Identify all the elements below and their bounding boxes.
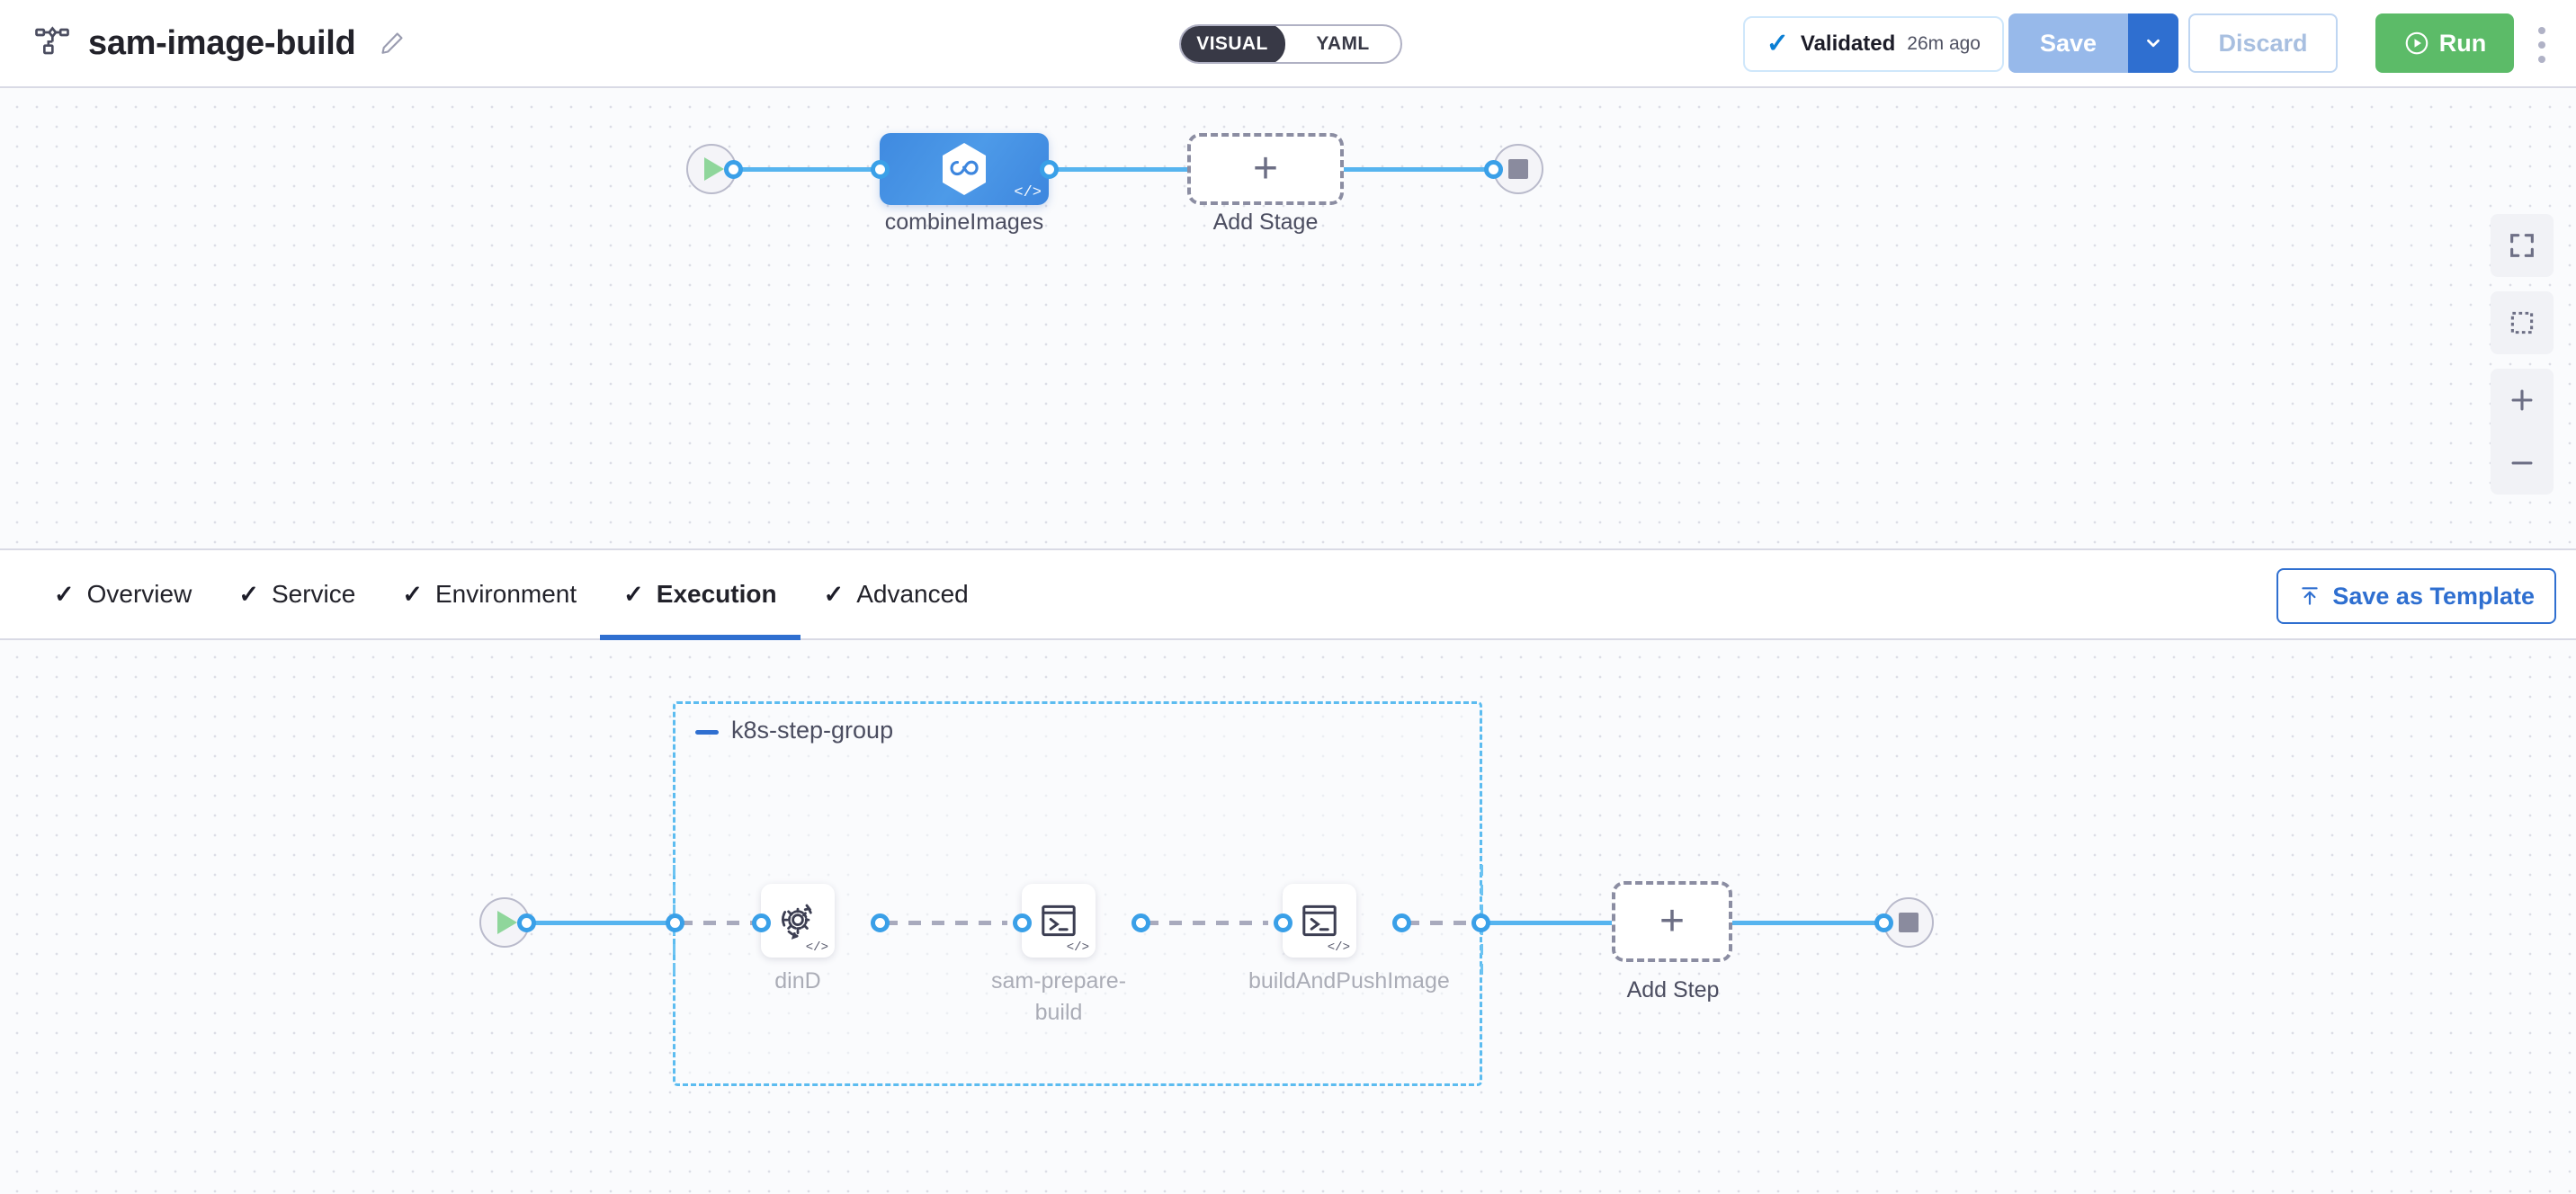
- page-title: sam-image-build: [88, 23, 356, 62]
- port-prepare-in[interactable]: [1013, 913, 1032, 932]
- step-node-sam-prepare-build[interactable]: </>: [1022, 884, 1096, 958]
- step-code-badge[interactable]: </>: [1066, 940, 1089, 955]
- link-group-to-dind: [680, 921, 759, 925]
- port-dind-out[interactable]: [871, 913, 890, 932]
- port-prepare-out[interactable]: [1131, 913, 1150, 932]
- tab-advanced[interactable]: ✓ Advanced: [801, 549, 992, 639]
- harness-infinity-icon: [939, 141, 989, 197]
- add-stage-caption: Add Stage: [1212, 209, 1319, 235]
- check-icon: ✓: [402, 580, 423, 608]
- save-as-template-label: Save as Template: [2332, 582, 2535, 610]
- add-step-caption: Add Step: [1626, 977, 1720, 1002]
- port-start-out[interactable]: [724, 160, 743, 179]
- tab-label: Environment: [434, 580, 577, 608]
- execution-end-node[interactable]: [1883, 897, 1934, 948]
- visual-yaml-toggle[interactable]: VISUAL YAML: [1179, 24, 1402, 64]
- port-group-in[interactable]: [666, 913, 684, 932]
- zoom-in-icon[interactable]: [2491, 369, 2554, 432]
- check-icon: ✓: [823, 580, 845, 608]
- toggle-yaml[interactable]: YAML: [1316, 33, 1370, 54]
- save-split-button[interactable]: Save: [2008, 13, 2178, 73]
- zoom-out-icon[interactable]: [2491, 432, 2554, 495]
- play-circle-icon: [2403, 30, 2430, 57]
- link-prepare-to-build: [1146, 921, 1268, 925]
- step-code-badge[interactable]: </>: [1327, 940, 1350, 955]
- pencil-icon[interactable]: [377, 28, 407, 58]
- status-badge: ✓ Validated 26m ago: [1742, 16, 2004, 72]
- link-build-to-groupout: [1407, 921, 1475, 925]
- save-as-template-button[interactable]: Save as Template: [2276, 568, 2556, 624]
- fit-screen-icon[interactable]: [2491, 214, 2554, 277]
- gear-rotate-icon: [774, 897, 821, 944]
- discard-button[interactable]: Discard: [2188, 13, 2338, 73]
- app-header: sam-image-build VISUAL YAML ✓ Validated …: [0, 0, 2576, 88]
- link-group-to-addstep: [1486, 921, 1612, 925]
- port-dind-in[interactable]: [752, 913, 771, 932]
- port-stage-out[interactable]: [1040, 160, 1059, 179]
- zoom-to-selection-icon[interactable]: [2491, 291, 2554, 354]
- header-left: sam-image-build: [0, 23, 407, 63]
- chevron-down-icon[interactable]: [2128, 13, 2178, 73]
- tab-label: Service: [271, 580, 356, 608]
- port-group-out[interactable]: [1471, 913, 1490, 932]
- play-icon: [703, 157, 724, 181]
- play-icon: [496, 911, 517, 934]
- run-button[interactable]: Run: [2375, 13, 2514, 73]
- port-stage-in[interactable]: [871, 160, 890, 179]
- more-vertical-icon[interactable]: [2526, 27, 2558, 63]
- check-icon: ✓: [1766, 29, 1789, 58]
- save-button[interactable]: Save: [2008, 13, 2128, 73]
- link-start-to-stage: [738, 167, 881, 172]
- port-end-in[interactable]: [1484, 160, 1503, 179]
- step-code-badge[interactable]: </>: [805, 940, 828, 955]
- link-stage-to-addstage: [1054, 167, 1187, 172]
- toggle-visual[interactable]: VISUAL: [1181, 26, 1285, 62]
- step-group-title: k8s-step-group: [731, 717, 894, 744]
- link-addstep-to-end: [1732, 921, 1887, 925]
- execution-start-node[interactable]: [479, 897, 530, 948]
- step-node-dind[interactable]: </>: [761, 884, 835, 958]
- stage-caption-combineimages: combineImages: [884, 209, 1044, 235]
- tab-label: Advanced: [856, 580, 969, 608]
- link-dind-to-prepare: [885, 921, 1007, 925]
- add-step-button[interactable]: +: [1612, 881, 1732, 962]
- plus-icon: +: [1659, 897, 1686, 946]
- add-stage-button[interactable]: +: [1187, 133, 1344, 205]
- stop-icon: [1508, 159, 1528, 179]
- tab-execution[interactable]: ✓ Execution: [600, 549, 801, 641]
- zoom-controls[interactable]: [2491, 369, 2554, 495]
- plus-icon: +: [1252, 145, 1279, 193]
- tab-label: Execution: [656, 580, 777, 608]
- step-config-tabs[interactable]: ✓ Overview ✓ Service ✓ Environment ✓ Exe…: [0, 548, 2576, 641]
- port-exec-start-out[interactable]: [517, 913, 536, 932]
- upload-template-icon: [2298, 584, 2321, 608]
- run-label: Run: [2438, 29, 2487, 57]
- stop-icon: [1899, 913, 1919, 932]
- step-node-buildandpushimage[interactable]: </>: [1283, 884, 1356, 958]
- validated-label: Validated: [1800, 31, 1896, 56]
- minus-icon[interactable]: [695, 730, 719, 735]
- check-icon: ✓: [623, 580, 644, 608]
- pipeline-icon: [32, 23, 72, 63]
- stage-canvas[interactable]: </> combineImages + Add Stage: [0, 90, 2576, 548]
- validated-time: 26m ago: [1907, 33, 1981, 54]
- port-build-in[interactable]: [1274, 913, 1292, 932]
- terminal-icon: [1037, 899, 1080, 942]
- check-icon: ✓: [238, 580, 259, 608]
- stage-node-combineimages[interactable]: </>: [880, 133, 1049, 205]
- port-build-out[interactable]: [1392, 913, 1411, 932]
- tab-overview[interactable]: ✓ Overview: [31, 549, 215, 639]
- execution-canvas[interactable]: Execution Rollback k8s-step-group: [0, 640, 2576, 1194]
- terminal-icon: [1298, 899, 1341, 942]
- tab-environment[interactable]: ✓ Environment: [379, 549, 600, 639]
- check-icon: ✓: [54, 580, 75, 608]
- stage-code-badge[interactable]: </>: [1014, 184, 1042, 201]
- link-addstage-to-end: [1344, 167, 1498, 172]
- tab-label: Overview: [86, 580, 192, 608]
- port-exec-end-in[interactable]: [1874, 913, 1893, 932]
- tab-service[interactable]: ✓ Service: [215, 549, 379, 639]
- link-start-to-group: [531, 921, 675, 925]
